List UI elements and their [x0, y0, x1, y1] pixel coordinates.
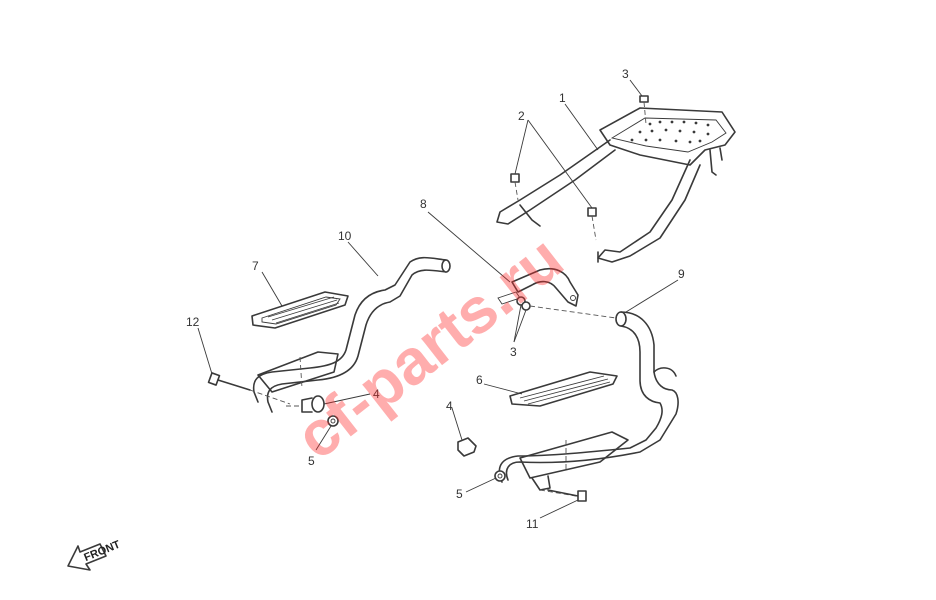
callout-9: 9	[678, 267, 685, 281]
callout-5-right: 5	[456, 487, 463, 501]
leader-lines	[197, 79, 679, 519]
callout-2: 2	[518, 109, 525, 123]
watermark: cf-parts.ru	[282, 221, 576, 473]
callout-3-bracket: 3	[510, 345, 517, 359]
rack-bolt-3	[639, 95, 649, 125]
nut-5-left	[327, 415, 339, 427]
front-direction-arrow: FRONT	[67, 539, 122, 571]
callout-7: 7	[252, 259, 259, 273]
callout-3-rack: 3	[622, 67, 629, 81]
right-footrest-bar	[498, 311, 679, 491]
callout-4-right: 4	[446, 399, 453, 413]
callout-1: 1	[559, 91, 566, 105]
bolt-11	[539, 489, 587, 502]
callout-4-left: 4	[373, 387, 380, 401]
left-footrest-bar	[252, 256, 451, 413]
right-foot-pad	[509, 371, 618, 407]
left-foot-pad	[251, 291, 349, 329]
callout-12: 12	[186, 315, 200, 329]
callout-5-left: 5	[308, 454, 315, 468]
rack-bolts-2	[510, 173, 597, 241]
callout-11: 11	[526, 517, 539, 531]
front-direction-label: FRONT	[82, 539, 122, 564]
bolt-12	[207, 372, 291, 405]
bushing-4-left	[286, 395, 325, 413]
callout-8: 8	[420, 197, 427, 211]
nut-5-right	[494, 470, 506, 482]
rear-carrier-rack	[496, 107, 736, 263]
callout-labels: 1 2 3 8 10 7 9 12 3 6 4 4 5 5 11	[186, 67, 685, 531]
bushing-4-right	[457, 437, 477, 457]
callout-6: 6	[476, 373, 483, 387]
callout-10: 10	[338, 229, 352, 243]
